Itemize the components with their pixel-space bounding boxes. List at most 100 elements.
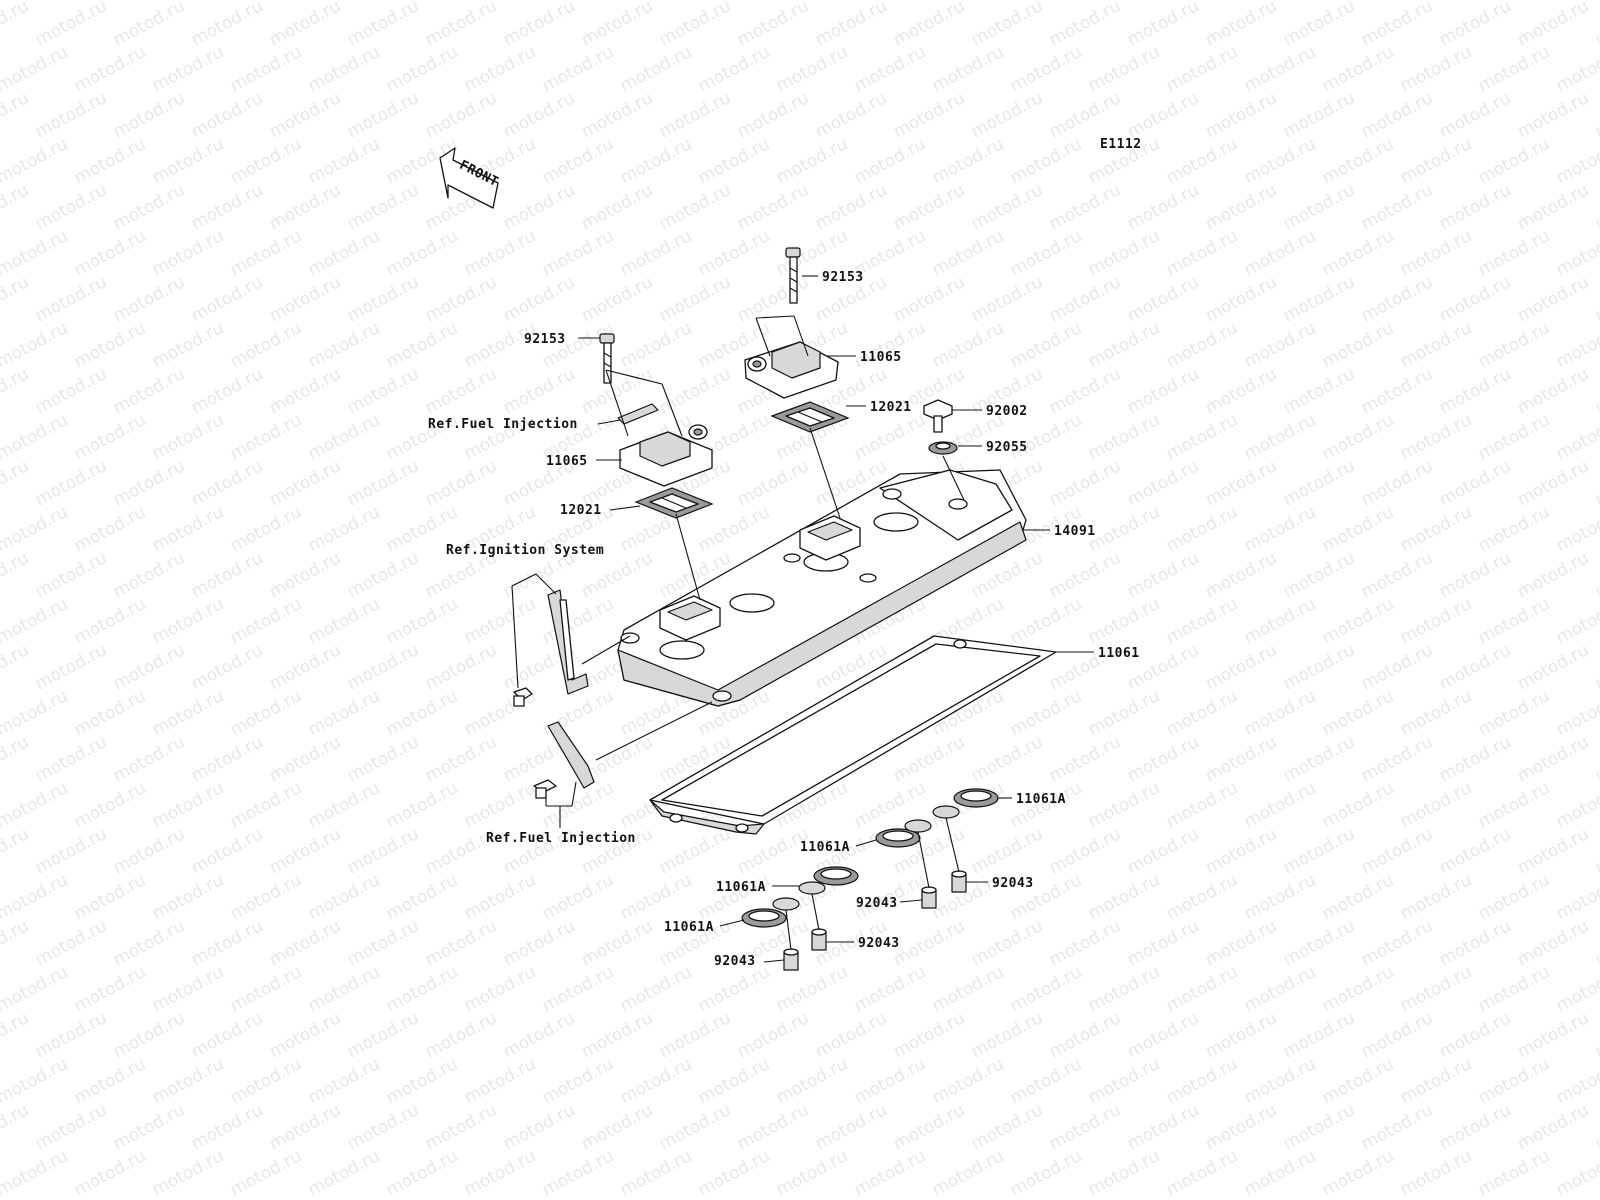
callout-92002: 92002	[986, 404, 1028, 419]
watermark-text: motod.ru	[773, 1054, 851, 1108]
watermark-text: motod.ru	[1046, 180, 1124, 234]
watermark-text: motod.ru	[1202, 1100, 1280, 1154]
watermark-text: motod.ru	[266, 0, 344, 50]
watermark-text: motod.ru	[1280, 88, 1358, 142]
watermark-text: motod.ru	[110, 732, 188, 786]
watermark-text: motod.ru	[1514, 272, 1592, 326]
watermark-text: motod.ru	[461, 1146, 539, 1200]
watermark-text: motod.ru	[1358, 640, 1436, 694]
watermark-text: motod.ru	[734, 180, 812, 234]
bolt-92153-right	[785, 247, 801, 304]
watermark-text: motod.ru	[1007, 42, 1085, 96]
watermark-text: motod.ru	[0, 134, 71, 188]
watermark-text: motod.ru	[0, 594, 71, 648]
watermark-text: motod.ru	[110, 548, 188, 602]
watermark-text: motod.ru	[1436, 88, 1514, 142]
watermark-text: motod.ru	[71, 686, 149, 740]
watermark-text: motod.ru	[929, 1054, 1007, 1108]
callout-92153-left: 92153	[524, 332, 566, 347]
watermark-text: motod.ru	[500, 1100, 578, 1154]
watermark-text: motod.ru	[383, 594, 461, 648]
watermark-text: motod.ru	[32, 1008, 110, 1062]
watermark-text: motod.ru	[1163, 870, 1241, 924]
watermark-text: motod.ru	[1319, 1054, 1397, 1108]
watermark-text: motod.ru	[188, 272, 266, 326]
callout-12021-right: 12021	[870, 400, 912, 415]
fuel-injection-bracket-bottom	[533, 721, 595, 799]
watermark-text: motod.ru	[695, 0, 773, 4]
watermark-text: motod.ru	[929, 134, 1007, 188]
watermark-text: motod.ru	[461, 1054, 539, 1108]
watermark-text: motod.ru	[1592, 456, 1600, 510]
watermark-text: motod.ru	[695, 134, 773, 188]
ignition-system-bracket	[513, 589, 589, 707]
watermark-text: motod.ru	[0, 778, 71, 832]
watermark-text: motod.ru	[851, 0, 929, 4]
watermark-text: motod.ru	[32, 0, 110, 50]
watermark-text: motod.ru	[578, 0, 656, 50]
ref-fuel-injection-top: Ref.Fuel Injection	[428, 417, 578, 432]
watermark-text: motod.ru	[1085, 1146, 1163, 1200]
watermark-text: motod.ru	[695, 1146, 773, 1200]
watermark-text: motod.ru	[266, 456, 344, 510]
callout-11061A-2: 11061A	[800, 840, 850, 855]
watermark-text: motod.ru	[383, 226, 461, 280]
watermark-text: motod.ru	[383, 318, 461, 372]
watermark-text: motod.ru	[656, 180, 734, 234]
watermark-text: motod.ru	[1553, 870, 1600, 924]
watermark-text: motod.ru	[1553, 42, 1600, 96]
callout-11061A-3: 11061A	[716, 880, 766, 895]
watermark-text: motod.ru	[383, 1146, 461, 1200]
watermark-text: motod.ru	[1592, 916, 1600, 970]
watermark-text: motod.ru	[1553, 318, 1600, 372]
watermark-text: motod.ru	[461, 594, 539, 648]
watermark-text: motod.ru	[1319, 686, 1397, 740]
callout-12021-left: 12021	[560, 503, 602, 518]
ring-11061A-4	[741, 897, 800, 928]
watermark-text: motod.ru	[1553, 1054, 1600, 1108]
watermark-text: motod.ru	[968, 0, 1046, 50]
watermark-text: motod.ru	[578, 1008, 656, 1062]
watermark-text: motod.ru	[812, 1100, 890, 1154]
watermark-text: motod.ru	[1514, 88, 1592, 142]
watermark-text: motod.ru	[1046, 916, 1124, 970]
watermark-text: motod.ru	[1163, 134, 1241, 188]
watermark-text: motod.ru	[1007, 134, 1085, 188]
watermark-text: motod.ru	[1475, 1054, 1553, 1108]
watermark-text: motod.ru	[1046, 456, 1124, 510]
watermark-text: motod.ru	[0, 364, 32, 418]
watermark-text: motod.ru	[1124, 548, 1202, 602]
watermark-text: motod.ru	[1085, 1054, 1163, 1108]
watermark-text: motod.ru	[1514, 0, 1592, 50]
watermark-text: motod.ru	[1202, 916, 1280, 970]
watermark-text: motod.ru	[1514, 640, 1592, 694]
washer-92055	[928, 441, 958, 455]
watermark-text: motod.ru	[695, 42, 773, 96]
watermark-text: motod.ru	[1241, 318, 1319, 372]
watermark-text: motod.ru	[1085, 410, 1163, 464]
watermark-text: motod.ru	[539, 870, 617, 924]
watermark-text: motod.ru	[968, 180, 1046, 234]
watermark-text: motod.ru	[0, 180, 32, 234]
watermark-text: motod.ru	[110, 364, 188, 418]
watermark-text: motod.ru	[1280, 640, 1358, 694]
watermark-text: motod.ru	[1319, 226, 1397, 280]
watermark-text: motod.ru	[890, 272, 968, 326]
callout-11065-right: 11065	[860, 350, 902, 365]
watermark-text: motod.ru	[1163, 502, 1241, 556]
watermark-text: motod.ru	[539, 1054, 617, 1108]
watermark-text: motod.ru	[1475, 594, 1553, 648]
watermark-text: motod.ru	[149, 134, 227, 188]
watermark-text: motod.ru	[305, 962, 383, 1016]
watermark-text: motod.ru	[266, 180, 344, 234]
watermark-text: motod.ru	[1124, 88, 1202, 142]
watermark-text: motod.ru	[929, 1146, 1007, 1200]
watermark-text: motod.ru	[1124, 0, 1202, 50]
watermark-text: motod.ru	[1319, 410, 1397, 464]
watermark-text: motod.ru	[32, 180, 110, 234]
watermark-text: motod.ru	[1085, 0, 1163, 4]
watermark-text: motod.ru	[539, 962, 617, 1016]
watermark-text: motod.ru	[1436, 640, 1514, 694]
watermark-text: motod.ru	[1202, 1008, 1280, 1062]
